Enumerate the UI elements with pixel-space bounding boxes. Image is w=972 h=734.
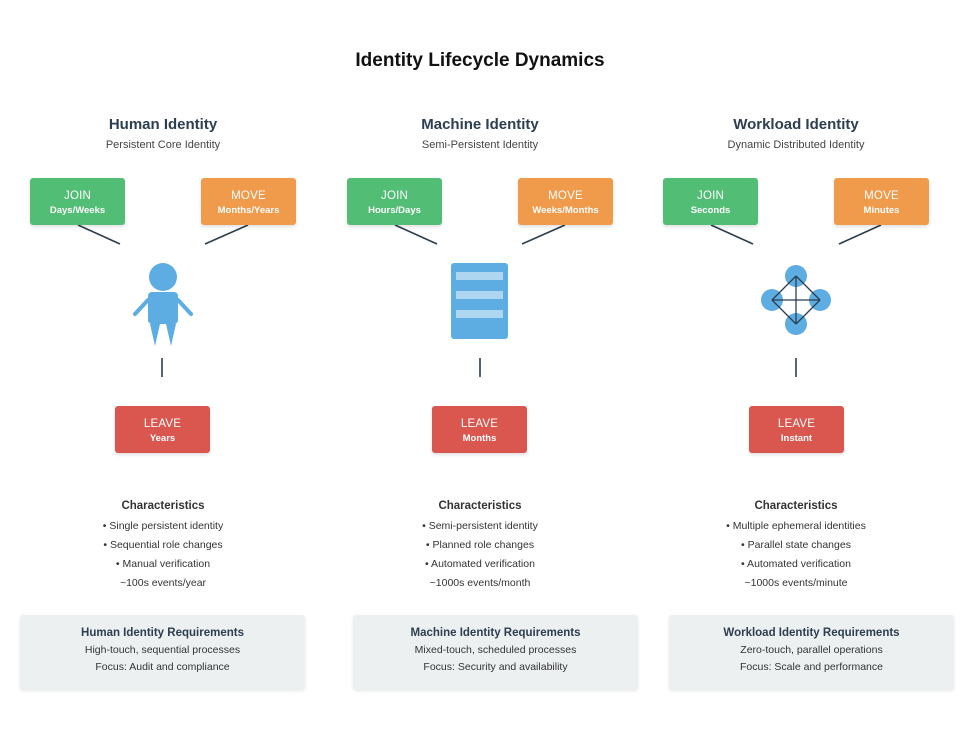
leave-value: Years	[149, 433, 176, 444]
machine-characteristic-1: • Semi-persistent identity	[422, 520, 538, 532]
human-requirements-line-1: High-touch, sequential processes	[84, 644, 241, 656]
human-move-box: MOVE Months/Years	[201, 178, 296, 225]
leave-label: LEAVE	[460, 418, 499, 430]
join-value: Hours/Days	[368, 205, 421, 216]
human-characteristic-4: ~100s events/year	[119, 577, 207, 589]
workload-characteristics-title: Characteristics	[754, 500, 838, 512]
human-characteristic-3: • Manual verification	[115, 558, 211, 570]
human-identity-subtitle: Persistent Core Identity	[105, 139, 221, 151]
workload-identity-subtitle: Dynamic Distributed Identity	[727, 139, 865, 151]
network-nodes-icon	[761, 265, 831, 335]
human-characteristic-1: • Single persistent identity	[102, 520, 224, 532]
workload-join-connector	[710, 224, 754, 245]
person-icon	[133, 263, 193, 346]
leave-label: LEAVE	[777, 418, 816, 430]
human-characteristics-title: Characteristics	[121, 500, 205, 512]
human-join-box: JOIN Days/Weeks	[30, 178, 125, 225]
move-value: Months/Years	[217, 205, 280, 216]
leave-label: LEAVE	[143, 418, 182, 430]
machine-characteristic-3: • Automated verification	[425, 558, 535, 570]
human-identity-title: Human Identity	[108, 116, 218, 133]
page-title: Identity Lifecycle Dynamics	[355, 50, 605, 71]
machine-requirements-line-1: Mixed-touch, scheduled processes	[414, 644, 577, 656]
workload-requirements-panel: Workload Identity Requirements Zero-touc…	[669, 615, 954, 690]
machine-requirements-panel: Machine Identity Requirements Mixed-touc…	[353, 615, 638, 690]
machine-identity-subtitle: Semi-Persistent Identity	[421, 139, 539, 151]
human-requirements-panel: Human Identity Requirements High-touch, …	[20, 615, 305, 690]
machine-characteristics-title: Characteristics	[438, 500, 522, 512]
machine-leave-box: LEAVE Months	[432, 406, 527, 453]
move-label: MOVE	[864, 190, 899, 202]
leave-value: Instant	[780, 433, 813, 444]
machine-identity-title: Machine Identity	[421, 116, 539, 133]
workload-move-box: MOVE Minutes	[834, 178, 929, 225]
join-label: JOIN	[697, 190, 724, 202]
join-value: Seconds	[690, 205, 731, 216]
workload-requirements-line-2: Focus: Scale and performance	[740, 661, 883, 673]
workload-characteristic-4: ~1000s events/minute	[744, 577, 848, 589]
human-move-connector	[204, 224, 249, 245]
human-characteristic-2: • Sequential role changes	[103, 539, 223, 551]
server-icon	[451, 263, 508, 339]
machine-join-box: JOIN Hours/Days	[347, 178, 442, 225]
workload-requirements-title: Workload Identity Requirements	[723, 627, 900, 639]
move-value: Weeks/Months	[532, 205, 599, 216]
human-requirements-title: Human Identity Requirements	[81, 627, 244, 639]
human-leave-box: LEAVE Years	[115, 406, 210, 453]
leave-value: Months	[462, 433, 497, 444]
move-label: MOVE	[548, 190, 583, 202]
machine-characteristic-4: ~1000s events/month	[429, 577, 531, 589]
machine-characteristic-2: • Planned role changes	[425, 539, 535, 551]
workload-requirements-line-1: Zero-touch, parallel operations	[740, 644, 883, 656]
machine-join-connector	[394, 224, 438, 245]
workload-identity-title: Workload Identity	[733, 116, 859, 133]
workload-characteristic-1: • Multiple ephemeral identities	[726, 520, 866, 532]
human-join-connector	[77, 224, 121, 245]
machine-requirements-title: Machine Identity Requirements	[410, 627, 581, 639]
join-label: JOIN	[381, 190, 408, 202]
join-value: Days/Weeks	[49, 205, 106, 216]
move-value: Minutes	[863, 205, 900, 216]
join-label: JOIN	[64, 190, 91, 202]
workload-move-connector	[838, 224, 882, 245]
human-requirements-line-2: Focus: Audit and compliance	[95, 661, 230, 673]
move-label: MOVE	[231, 190, 266, 202]
workload-characteristic-2: • Parallel state changes	[741, 539, 851, 551]
machine-move-box: MOVE Weeks/Months	[518, 178, 613, 225]
workload-characteristic-3: • Automated verification	[741, 558, 851, 570]
workload-leave-box: LEAVE Instant	[749, 406, 844, 453]
machine-move-connector	[521, 224, 566, 245]
machine-requirements-line-2: Focus: Security and availability	[423, 661, 568, 673]
workload-join-box: JOIN Seconds	[663, 178, 758, 225]
